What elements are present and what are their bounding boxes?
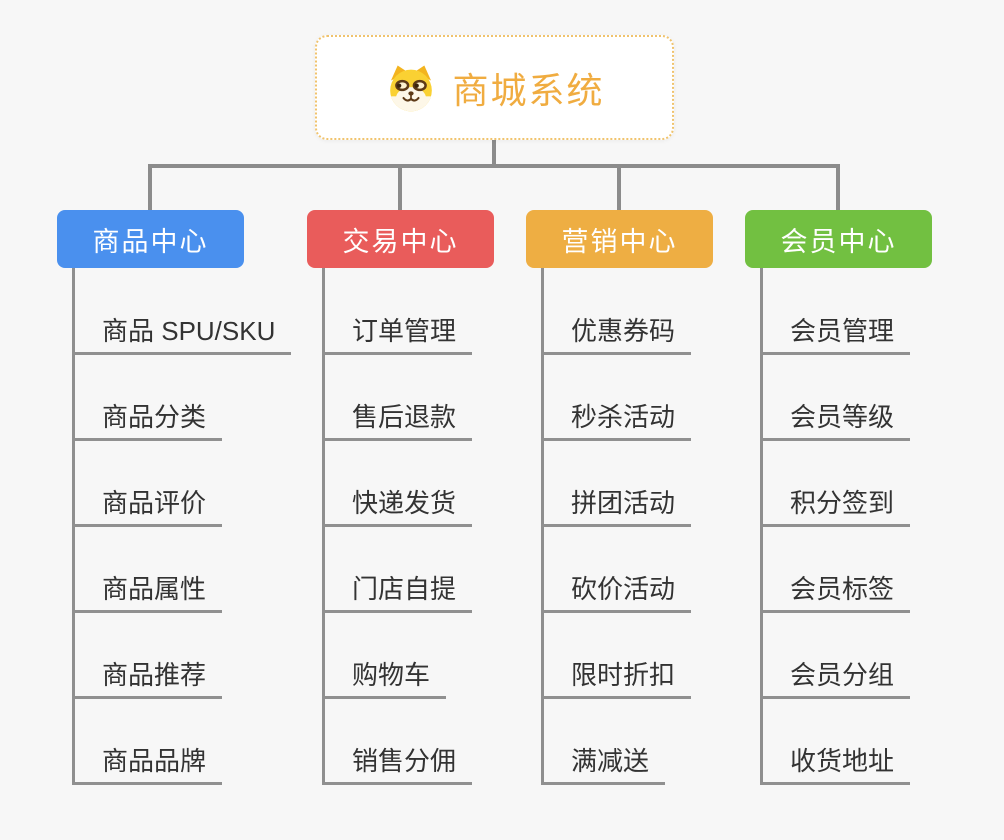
mindmap-item-marketing-center-2[interactable]: 拼团活动 — [541, 488, 692, 527]
root-title: 商城系统 — [452, 69, 605, 111]
branch-header-marketing-center[interactable]: 营销中心 — [526, 210, 713, 268]
branch-header-trade-center[interactable]: 交易中心 — [307, 210, 494, 268]
dog-face-icon — [384, 63, 438, 113]
mindmap-item-member-center-1[interactable]: 会员等级 — [760, 402, 911, 441]
connector-line — [148, 164, 840, 168]
mindmap-item-trade-center-0[interactable]: 订单管理 — [322, 316, 473, 355]
mindmap-item-trade-center-3[interactable]: 门店自提 — [322, 574, 473, 613]
connector-line — [617, 164, 621, 210]
mindmap-item-trade-center-1[interactable]: 售后退款 — [322, 402, 473, 441]
mindmap-item-product-center-1[interactable]: 商品分类 — [72, 402, 223, 441]
mindmap-item-marketing-center-5[interactable]: 满减送 — [541, 746, 666, 785]
mindmap-item-member-center-3[interactable]: 会员标签 — [760, 574, 911, 613]
branch-header-label: 营销中心 — [561, 226, 678, 257]
mindmap-item-marketing-center-1[interactable]: 秒杀活动 — [541, 402, 692, 441]
branch-header-label: 交易中心 — [342, 226, 459, 257]
branch-header-label: 商品中心 — [92, 226, 209, 257]
mindmap-item-product-center-0[interactable]: 商品 SPU/SKU — [72, 316, 292, 355]
branch-header-product-center[interactable]: 商品中心 — [57, 210, 244, 268]
branch-header-label: 会员中心 — [780, 226, 897, 257]
connector-line — [836, 164, 840, 210]
root-node[interactable]: 商城系统 — [315, 35, 674, 140]
branch-header-member-center[interactable]: 会员中心 — [745, 210, 932, 268]
mindmap-item-member-center-0[interactable]: 会员管理 — [760, 316, 911, 355]
mindmap-item-marketing-center-0[interactable]: 优惠券码 — [541, 316, 692, 355]
mindmap-item-member-center-5[interactable]: 收货地址 — [760, 746, 911, 785]
mindmap-item-product-center-2[interactable]: 商品评价 — [72, 488, 223, 527]
mindmap-item-trade-center-5[interactable]: 销售分佣 — [322, 746, 473, 785]
connector-line — [492, 140, 496, 164]
mindmap-item-marketing-center-4[interactable]: 限时折扣 — [541, 660, 692, 699]
mindmap-item-product-center-4[interactable]: 商品推荐 — [72, 660, 223, 699]
mindmap-item-trade-center-4[interactable]: 购物车 — [322, 660, 447, 699]
mindmap-item-member-center-4[interactable]: 会员分组 — [760, 660, 911, 699]
mindmap-item-member-center-2[interactable]: 积分签到 — [760, 488, 911, 527]
connector-line — [398, 164, 402, 210]
mindmap-item-product-center-3[interactable]: 商品属性 — [72, 574, 223, 613]
mindmap-item-trade-center-2[interactable]: 快递发货 — [322, 488, 473, 527]
connector-line — [148, 164, 152, 210]
mindmap-item-marketing-center-3[interactable]: 砍价活动 — [541, 574, 692, 613]
mindmap-item-product-center-5[interactable]: 商品品牌 — [72, 746, 223, 785]
